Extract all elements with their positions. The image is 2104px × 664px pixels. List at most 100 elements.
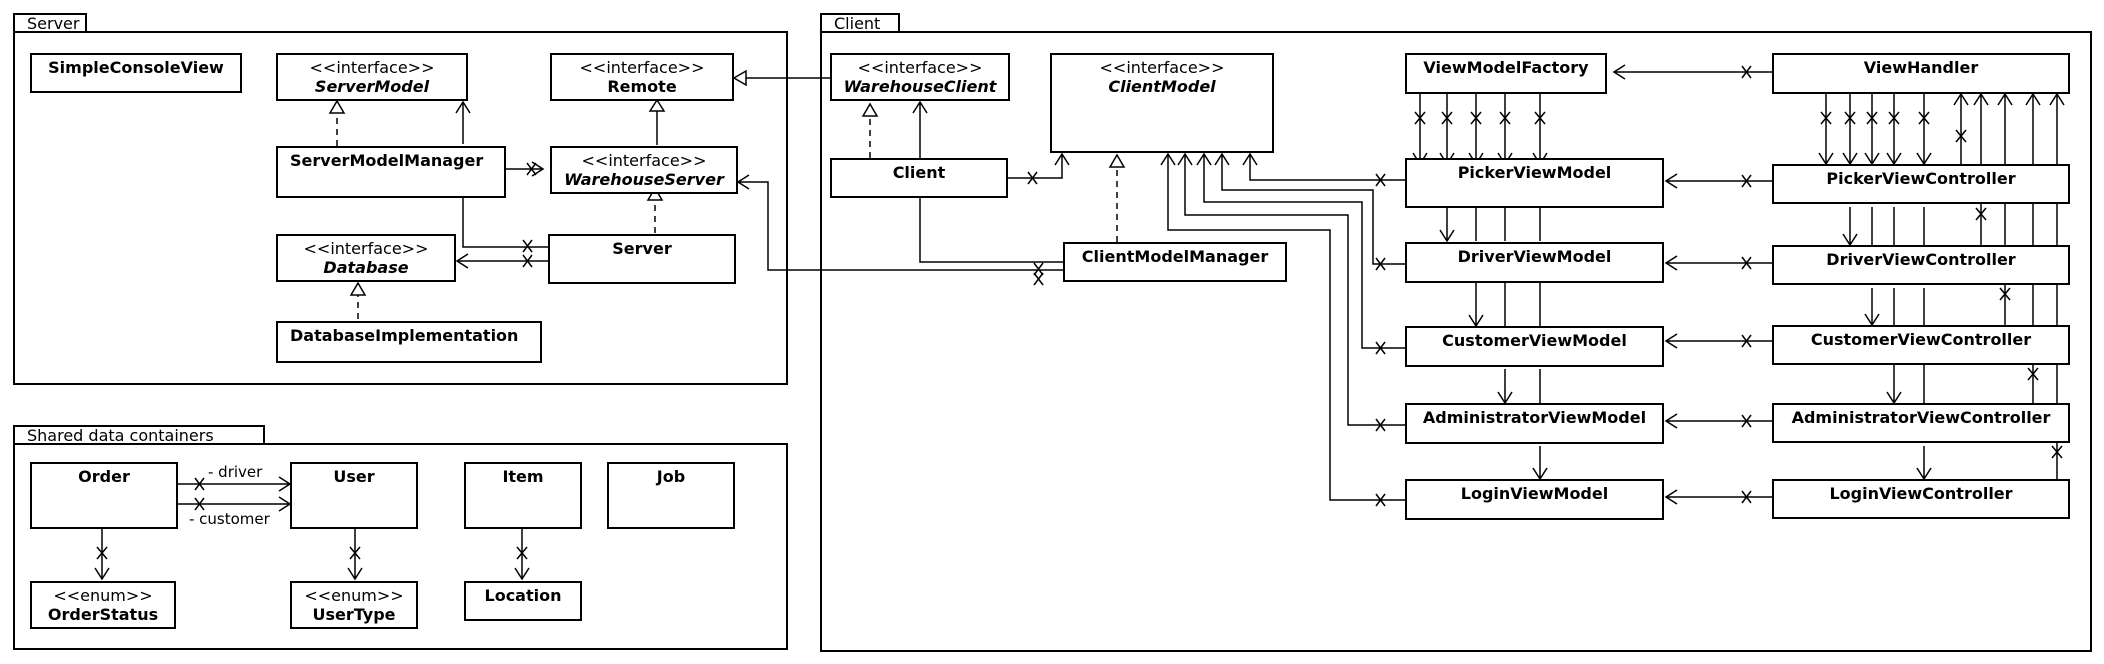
class-loginviewmodel[interactable]: LoginViewModel xyxy=(1405,479,1664,520)
client-package xyxy=(820,31,2092,652)
class-clientmodelmanager[interactable]: ClientModelManager xyxy=(1063,242,1287,282)
role-customer-label: - customer xyxy=(189,510,270,528)
class-administratorviewcontroller[interactable]: AdministratorViewController xyxy=(1772,403,2070,443)
class-name: DriverViewController xyxy=(1826,250,2016,269)
class-order[interactable]: Order xyxy=(30,462,178,529)
class-name: AdministratorViewModel xyxy=(1422,408,1647,427)
factory-to-adminvm xyxy=(1497,369,1541,405)
class-location[interactable]: Location xyxy=(464,581,582,621)
interface-warehouseserver[interactable]: <<interface>> WarehouseServer xyxy=(550,146,738,194)
association-server-database xyxy=(455,253,548,269)
class-pickerviewcontroller[interactable]: PickerViewController xyxy=(1772,164,2070,204)
association-marker xyxy=(1375,418,1386,432)
association-marker xyxy=(1999,287,2011,301)
association-marker xyxy=(526,162,537,176)
association-marker xyxy=(516,546,528,560)
class-loginviewcontroller[interactable]: LoginViewController xyxy=(1772,479,2070,519)
association-marker xyxy=(1741,65,1752,79)
association-marker xyxy=(1033,262,1044,276)
viewhandler-to-pickervc xyxy=(1818,94,1932,166)
class-name: Item xyxy=(502,467,544,486)
association-viewhandler-factory xyxy=(1612,64,1772,80)
factory-to-loginvm xyxy=(1532,446,1548,481)
association-marker xyxy=(194,497,205,511)
class-name: ClientModelManager xyxy=(1081,247,1269,266)
class-name: LoginViewController xyxy=(1829,484,2013,503)
class-customerviewcontroller[interactable]: CustomerViewController xyxy=(1772,325,2070,365)
association-marker xyxy=(349,546,361,560)
association-marker xyxy=(96,546,108,560)
association-marker xyxy=(522,254,533,268)
class-servermodelmanager[interactable]: ServerModelManager xyxy=(276,146,506,198)
class-customerviewmodel[interactable]: CustomerViewModel xyxy=(1405,326,1664,367)
dependency-servermodelmanager-servermodel-up xyxy=(455,100,471,144)
stereotype-label: <<enum>> xyxy=(53,586,153,605)
class-name: LoginViewModel xyxy=(1460,484,1609,503)
class-driverviewcontroller[interactable]: DriverViewController xyxy=(1772,245,2070,285)
factory-markers xyxy=(1414,111,1546,125)
viewhandler-markers xyxy=(1820,111,1930,125)
class-viewmodelfactory[interactable]: ViewModelFactory xyxy=(1405,53,1607,94)
class-databaseimplementation[interactable]: DatabaseImplementation xyxy=(276,321,542,363)
class-name: WarehouseServer xyxy=(564,170,724,189)
interface-database[interactable]: <<interface>> Database xyxy=(276,234,456,282)
association-marker xyxy=(1033,272,1044,286)
server-package-tab: Server xyxy=(13,13,87,32)
association-clientmodelmanager-warehouseserver xyxy=(736,174,1063,271)
class-item[interactable]: Item xyxy=(464,462,582,529)
pickervc-to-viewhandler xyxy=(1953,92,1969,164)
class-viewhandler[interactable]: ViewHandler xyxy=(1772,53,2070,94)
viewhandler-to-adminvc-b xyxy=(1916,446,1932,481)
association-servermodelmanager-server xyxy=(462,198,548,248)
association-drivervm-clientmodel xyxy=(1214,152,1405,265)
class-pickerviewmodel[interactable]: PickerViewModel xyxy=(1405,158,1664,208)
class-name: Job xyxy=(656,467,686,486)
class-simpleconsoleview[interactable]: SimpleConsoleView xyxy=(30,53,242,93)
class-name: Location xyxy=(484,586,562,605)
realization-arrowhead xyxy=(646,186,664,201)
class-administratorviewmodel[interactable]: AdministratorViewModel xyxy=(1405,403,1664,444)
class-client[interactable]: Client xyxy=(830,158,1008,198)
viewhandler-to-adminvc xyxy=(1886,365,1925,405)
class-name: WarehouseClient xyxy=(843,77,997,96)
class-name: DriverViewModel xyxy=(1457,247,1612,266)
interface-remote[interactable]: <<interface>> Remote xyxy=(550,53,734,101)
realization-arrowhead xyxy=(861,102,879,117)
class-user[interactable]: User xyxy=(290,462,418,529)
stereotype-label: <<interface>> xyxy=(1099,58,1225,77)
association-marker xyxy=(2027,367,2039,381)
association-customervm-clientmodel xyxy=(1196,152,1405,349)
class-name: Client xyxy=(892,163,946,182)
association-adminvm-clientmodel xyxy=(1177,152,1405,426)
class-server[interactable]: Server xyxy=(548,234,736,284)
association-marker xyxy=(1741,174,1752,188)
viewhandler-to-customervc xyxy=(1864,288,1925,327)
class-driverviewmodel[interactable]: DriverViewModel xyxy=(1405,242,1664,283)
interface-clientmodel[interactable]: <<interface>> ClientModel xyxy=(1050,53,1274,153)
class-name: DatabaseImplementation xyxy=(290,326,519,345)
class-name: User xyxy=(333,467,375,486)
association-client-clientmodelmanager xyxy=(919,197,1063,263)
class-name: ServerModel xyxy=(314,77,430,96)
association-client-clientmodel xyxy=(1008,152,1070,179)
association-servermodelmanager-warehouseserver xyxy=(506,161,545,177)
class-name: ClientModel xyxy=(1108,77,1216,96)
association-marker xyxy=(194,477,205,491)
class-name: PickerViewModel xyxy=(1457,163,1612,182)
association-marker xyxy=(1975,207,1987,221)
interface-servermodel[interactable]: <<interface>> ServerModel xyxy=(276,53,468,101)
association-marker xyxy=(1741,490,1752,504)
enum-usertype[interactable]: <<enum>> UserType xyxy=(290,581,418,629)
enum-orderstatus[interactable]: <<enum>> OrderStatus xyxy=(30,581,176,629)
class-name: CustomerViewModel xyxy=(1442,331,1627,350)
association-marker xyxy=(1955,129,1967,143)
class-name: Database xyxy=(323,258,409,277)
viewhandler-to-drivervc xyxy=(1842,207,1925,247)
stereotype-label: <<interface>> xyxy=(581,151,707,170)
class-job[interactable]: Job xyxy=(607,462,735,529)
class-name: AdministratorViewController xyxy=(1791,408,2051,427)
interface-warehouseclient[interactable]: <<interface>> WarehouseClient xyxy=(830,53,1010,101)
client-package-tab: Client xyxy=(820,13,900,32)
stereotype-label: <<interface>> xyxy=(579,58,705,77)
